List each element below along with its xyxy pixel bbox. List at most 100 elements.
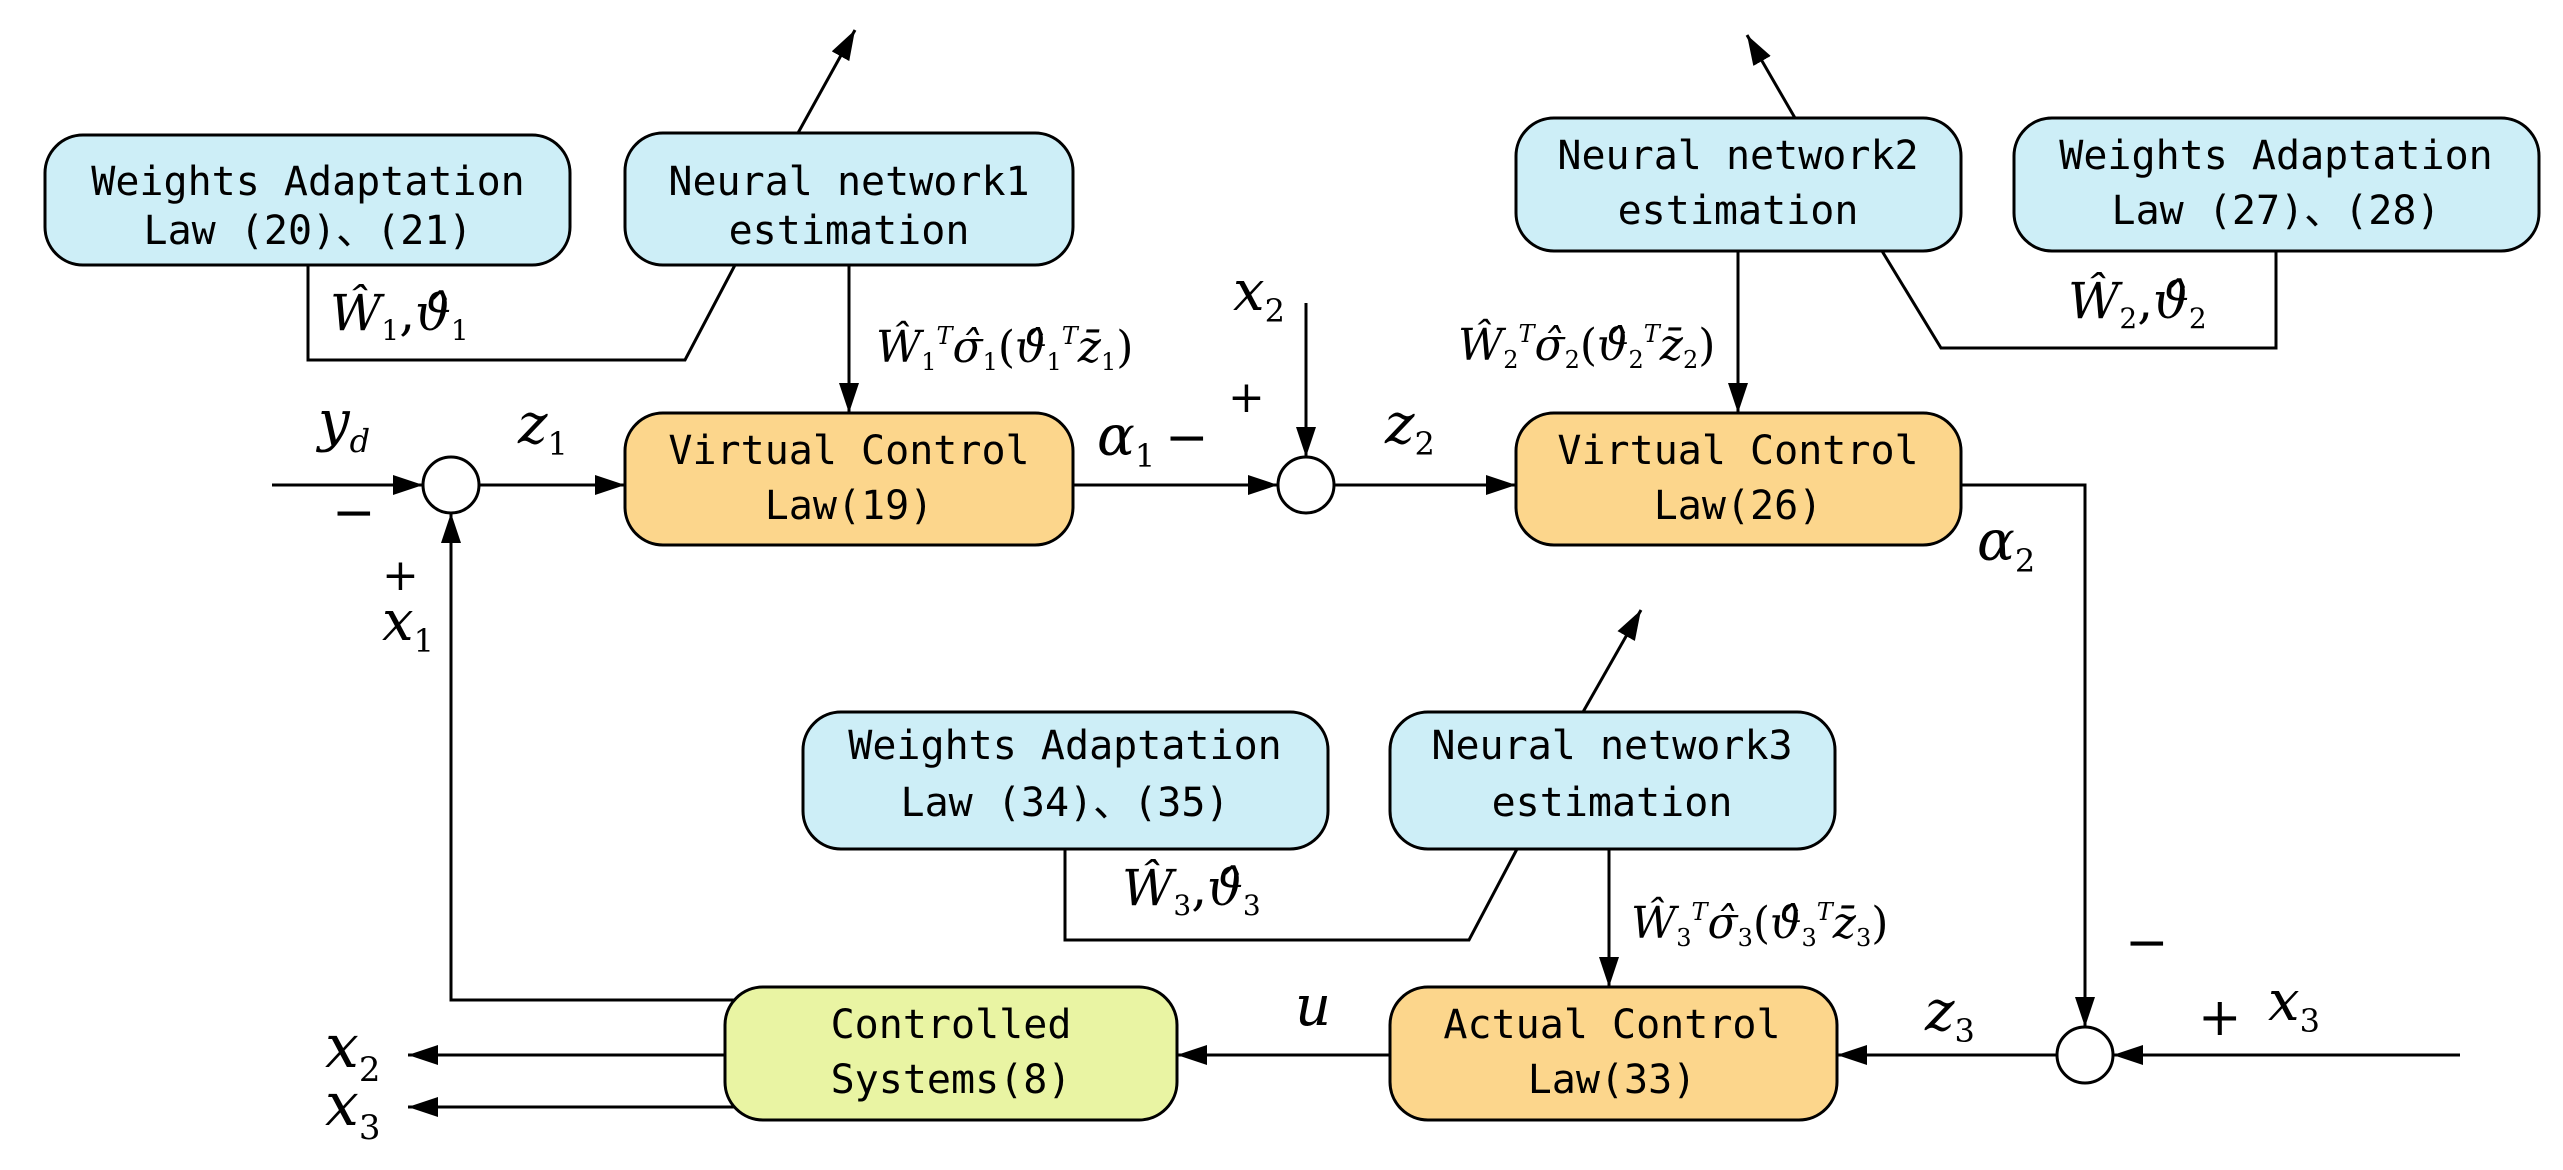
label-paren: ( — [998, 322, 1015, 373]
label-n: 2 — [1628, 346, 1643, 374]
label-base: x — [325, 1070, 359, 1140]
weights-adaptation-law-20-21: Weights Adaptation Law (20)、(21) — [43, 133, 572, 267]
label-sep: , — [399, 284, 415, 342]
sum1-plus-sign: + — [382, 550, 419, 601]
label-n: 3 — [1856, 924, 1871, 952]
block-label-line1: Virtual Control — [668, 428, 1029, 474]
sum3-minus-sign: − — [2125, 913, 2169, 973]
label-n: 1 — [451, 314, 469, 347]
label-weights-1: Ŵ1,ϑ̂1 — [330, 283, 469, 347]
block-label-line2: Law (27)、(28) — [2112, 188, 2441, 234]
label-base: u — [1295, 974, 1331, 1039]
block-label-line2: Systems(8) — [831, 1057, 1072, 1103]
label-n: 2 — [2119, 302, 2137, 335]
wire-adaptation3-loop — [1063, 848, 1519, 942]
label-z-3: z3 — [1924, 979, 1975, 1050]
label-n: 3 — [1243, 889, 1261, 922]
label-sub: 1 — [1135, 437, 1155, 475]
label-theta: ϑ̂ — [1015, 322, 1046, 373]
summing-junction-2 — [1276, 455, 1336, 515]
block-label-line1: Neural network1 — [668, 159, 1029, 205]
label-base: α — [1977, 509, 2015, 574]
label-base: x — [1233, 259, 1265, 324]
label-nn-output-1: Ŵ1Tσ̂1(ϑ̂1Tz̄1) — [876, 320, 1133, 376]
signal-labels: yd z1 α1 x2 z2 α2 x1 z3 x3 — [315, 259, 2320, 1148]
block-bg — [1388, 710, 1837, 851]
label-nn-output-3: Ŵ3Tσ̂3(ϑ̂3Tz̄3) — [1631, 896, 1888, 952]
label-sep: , — [1191, 859, 1207, 917]
sum2-plus-sign: + — [1228, 372, 1265, 423]
wire-adaptation2-loop — [1880, 250, 2278, 350]
virtual-control-law-26: Virtual Control Law(26) — [1514, 411, 1963, 547]
label-theta: ϑ̂ — [2153, 272, 2189, 330]
label-n: 2 — [1683, 346, 1698, 374]
wire-nn1-adjust-arrow — [796, 29, 857, 134]
label-sub: 1 — [414, 622, 434, 660]
block-label-line1: Neural network2 — [1557, 133, 1918, 179]
block-label-line2: Law(26) — [1654, 483, 1823, 529]
label-paren: ) — [1116, 322, 1133, 373]
label-n: 3 — [1173, 889, 1191, 922]
weights-adaptation-law-34-35: Weights Adaptation Law (34)、(35) — [801, 710, 1330, 851]
label-base: x — [382, 589, 414, 654]
block-label-line1: Virtual Control — [1557, 428, 1918, 474]
block-label-line2: Law (34)、(35) — [901, 780, 1230, 826]
label-x-1: x1 — [382, 589, 434, 660]
label-base: α — [1097, 404, 1135, 469]
label-sigma: σ̂ — [1708, 898, 1740, 949]
controlled-systems-8: Controlled Systems(8) — [723, 985, 1179, 1122]
label-sub: 2 — [2015, 542, 2035, 580]
label-transpose: T — [1817, 898, 1835, 926]
wire-alpha2 — [1961, 483, 2095, 1027]
label-sub: 2 — [359, 1050, 381, 1090]
label-nn-output-2: Ŵ2Tσ̂2(ϑ̂2Tz̄2) — [1458, 318, 1715, 374]
label-alpha-2: α2 — [1977, 509, 2035, 580]
block-label-line1: Actual Control — [1443, 1002, 1780, 1048]
label-sub: 1 — [548, 425, 568, 463]
sum3-plus-sign: + — [2198, 988, 2242, 1048]
label-sub: 3 — [359, 1108, 381, 1148]
neural-network1-estimation: Neural network1 estimation — [623, 131, 1075, 267]
block-label-line1: Weights Adaptation — [91, 159, 524, 205]
wire-x1-feedback — [441, 513, 740, 1002]
label-z: z̄ — [1077, 322, 1102, 373]
block-label-line1: Controlled — [831, 1002, 1072, 1048]
block-label-line2: Law(33) — [1528, 1057, 1697, 1103]
neural-network2-estimation: Neural network2 estimation — [1514, 116, 1963, 253]
label-y-d: yd — [315, 389, 370, 460]
label-w: Ŵ — [1122, 858, 1177, 917]
block-label-line2: Law(19) — [765, 483, 934, 529]
summing-junction-3 — [2055, 1025, 2115, 1085]
label-base: z — [1384, 392, 1415, 457]
label-base: x — [325, 1012, 359, 1082]
label-z-1: z1 — [517, 392, 568, 463]
wire-adaptation1-loop — [306, 264, 737, 362]
label-paren: ) — [1698, 320, 1715, 371]
label-n: 3 — [1676, 924, 1691, 952]
block-label-line2: estimation — [1492, 780, 1733, 826]
label-base: z — [1924, 979, 1955, 1044]
label-w: Ŵ — [1631, 896, 1680, 949]
label-base: x — [2268, 969, 2300, 1034]
label-x-2-in: x2 — [1233, 259, 1285, 330]
block-label-line2: Law (20)、(21) — [144, 208, 473, 254]
label-x-3-out: x3 — [325, 1070, 380, 1148]
label-z-2: z2 — [1384, 392, 1435, 463]
label-n: 3 — [1738, 924, 1753, 952]
label-n: 2 — [2189, 302, 2207, 335]
label-z: z̄ — [1832, 898, 1857, 949]
label-paren: ( — [1753, 898, 1770, 949]
block-bg — [43, 133, 572, 267]
label-transpose: T — [1519, 320, 1537, 348]
label-transpose: T — [1692, 898, 1710, 926]
block-bg — [623, 131, 1075, 267]
label-sep: , — [2137, 272, 2153, 330]
label-n: 2 — [1565, 346, 1580, 374]
label-sigma: σ̂ — [953, 322, 985, 373]
label-weights-3: Ŵ3,ϑ̂3 — [1122, 858, 1261, 922]
label-sub: 2 — [1265, 292, 1285, 330]
block-label-line2: estimation — [729, 208, 970, 254]
virtual-control-law-19: Virtual Control Law(19) — [623, 411, 1075, 547]
label-weights-2: Ŵ2,ϑ̂2 — [2068, 271, 2207, 335]
